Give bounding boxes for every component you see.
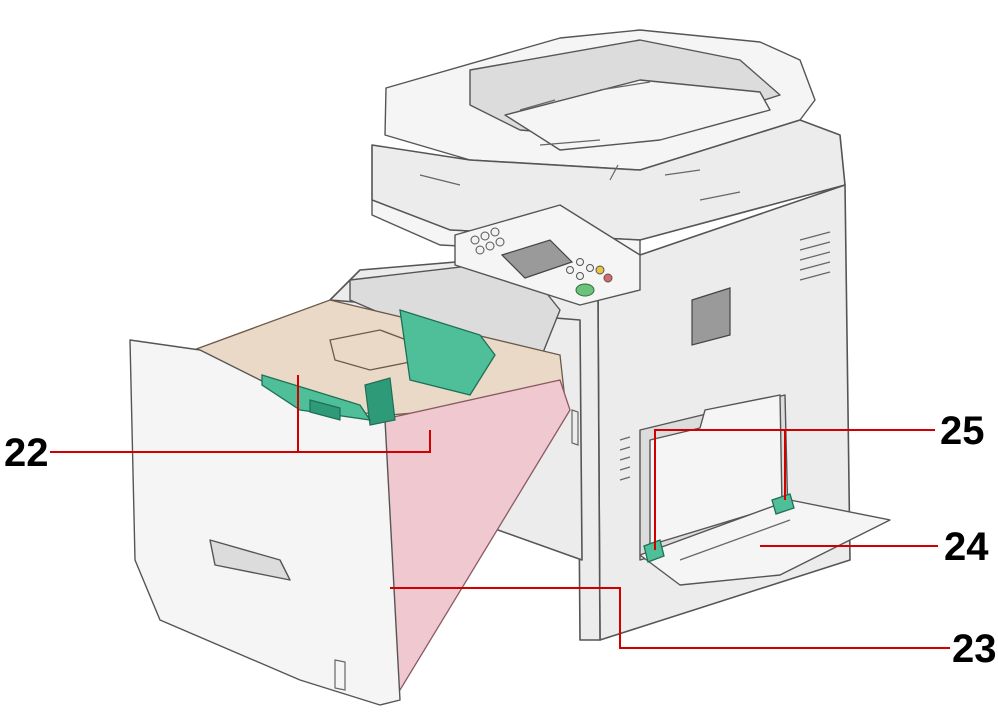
leader-lines [50,375,950,649]
callout-24: 24 [944,525,989,569]
callout-23: 23 [952,627,997,671]
document-processor [371,29,846,256]
operation-panel [454,204,641,306]
length-guide [399,309,496,396]
callout-25: 25 [940,409,985,453]
paper-cassette [129,299,571,706]
callout-22: 22 [4,431,49,475]
